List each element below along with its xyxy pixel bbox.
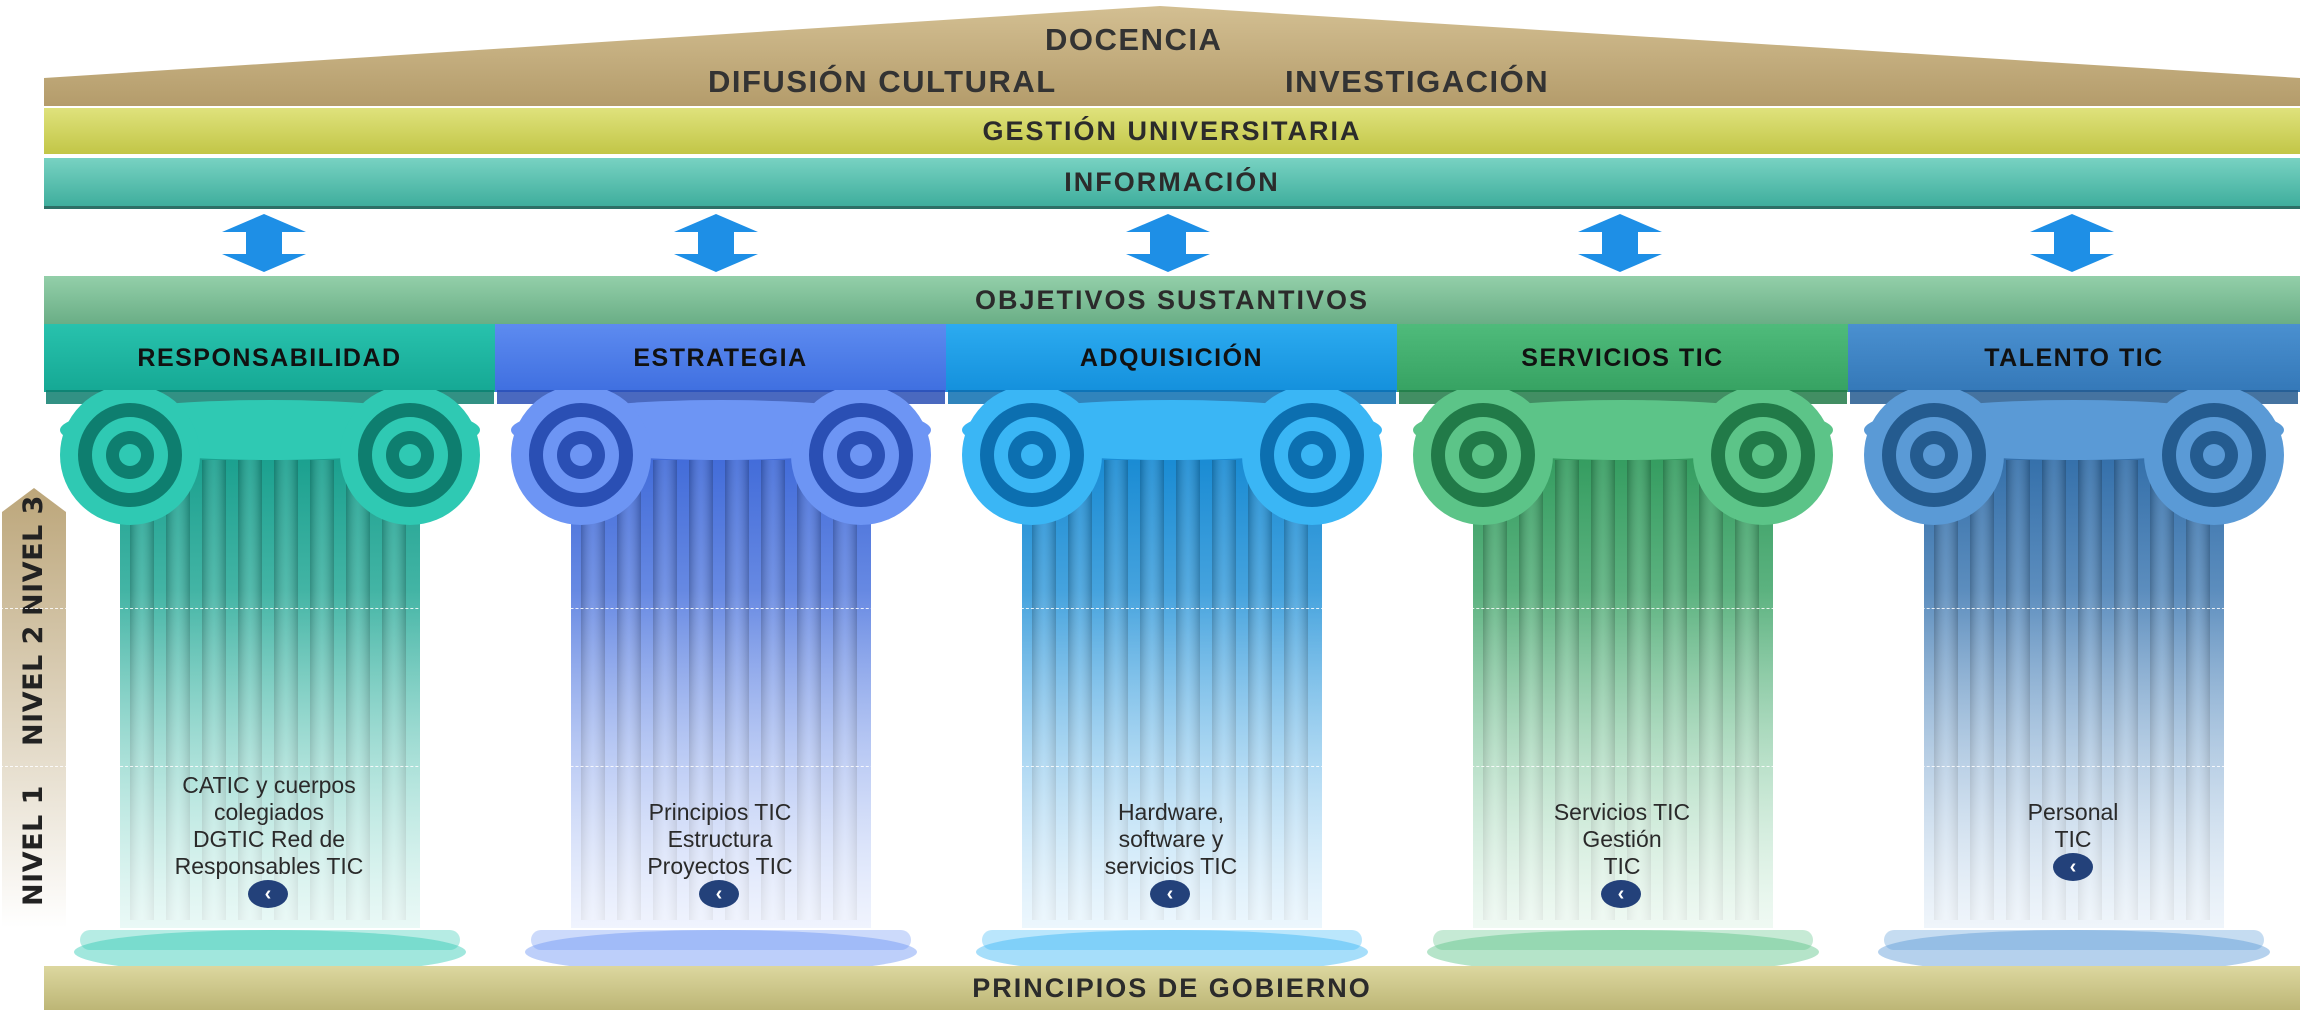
double-arrow-icon bbox=[222, 214, 306, 272]
objetivos-sustantivos-band: OBJETIVOS SUSTANTIVOS bbox=[44, 276, 2300, 324]
volute-eye bbox=[570, 444, 592, 466]
gestion-universitaria-label: GESTIÓN UNIVERSITARIA bbox=[982, 115, 1362, 146]
pillar-text-responsabilidad: CATIC y cuerpos colegiados DGTIC Red de … bbox=[174, 772, 364, 879]
pillar-header-estrategia[interactable]: ESTRATEGIA bbox=[495, 324, 946, 392]
double-arrow-icon bbox=[1126, 214, 1210, 272]
level-separator bbox=[0, 766, 2310, 767]
levels-arrow bbox=[2, 488, 66, 928]
chevron-left-icon[interactable]: ‹ bbox=[699, 880, 739, 908]
roof-title-docencia: DOCENCIA bbox=[1045, 22, 1223, 57]
pillar-fade bbox=[1022, 590, 1322, 928]
volute-eye bbox=[1472, 444, 1494, 466]
pillar-title: RESPONSABILIDAD bbox=[137, 343, 402, 372]
chevron-left-icon[interactable]: ‹ bbox=[1601, 880, 1641, 908]
volute-eye bbox=[850, 444, 872, 466]
pillar-fade bbox=[1473, 590, 1773, 928]
volute-eye bbox=[2203, 444, 2225, 466]
pillar-title: ESTRATEGIA bbox=[633, 343, 808, 372]
pillar-base bbox=[1878, 930, 2270, 972]
nivel-3-label: NIVEL 3 bbox=[17, 494, 49, 616]
objetivos-sustantivos-label: OBJETIVOS SUSTANTIVOS bbox=[974, 284, 1370, 315]
chevron-left-icon[interactable]: ‹ bbox=[1150, 880, 1190, 908]
principios-de-gobierno-label: PRINCIPIOS DE GOBIERNO bbox=[972, 972, 1372, 1003]
volute-eye bbox=[1752, 444, 1774, 466]
pillar-text-adquisicion: Hardware, software y servicios TIC bbox=[1104, 799, 1238, 879]
pillar-base bbox=[74, 930, 466, 972]
pillar-header-servicios-tic[interactable]: SERVICIOS TIC bbox=[1397, 324, 1848, 392]
pillar-plinth bbox=[1433, 930, 1813, 950]
double-arrow-icon bbox=[2030, 214, 2114, 272]
pillar-fade bbox=[571, 590, 871, 928]
pillar-base bbox=[525, 930, 917, 972]
pillar-title: ADQUISICIÓN bbox=[1079, 343, 1264, 372]
principios-de-gobierno-band: PRINCIPIOS DE GOBIERNO bbox=[44, 966, 2300, 1010]
informacion-label: INFORMACIÓN bbox=[1064, 166, 1280, 197]
volute-eye bbox=[119, 444, 141, 466]
pillar-fade bbox=[120, 590, 420, 928]
pillar-plinth bbox=[531, 930, 911, 950]
pillar-text-estrategia: Principios TIC Estructura Proyectos TIC bbox=[647, 799, 793, 879]
pillar-plinth bbox=[1884, 930, 2264, 950]
level-separator bbox=[0, 608, 2310, 609]
chevron-left-icon[interactable]: ‹ bbox=[248, 880, 288, 908]
pillar-plinth bbox=[982, 930, 1362, 950]
pillar-header-adquisicion[interactable]: ADQUISICIÓN bbox=[946, 324, 1397, 392]
informacion-band: INFORMACIÓN bbox=[44, 158, 2300, 209]
volute-eye bbox=[1301, 444, 1323, 466]
chevron-left-icon[interactable]: ‹ bbox=[2053, 853, 2093, 881]
double-arrow-icon bbox=[674, 214, 758, 272]
volute-eye bbox=[1021, 444, 1043, 466]
roof-title-difusion: DIFUSIÓN CULTURAL bbox=[708, 64, 1057, 99]
pillar-title: TALENTO TIC bbox=[1984, 343, 2164, 372]
gestion-universitaria-band: GESTIÓN UNIVERSITARIA bbox=[44, 108, 2300, 154]
pillar-text-servicios-tic: Servicios TIC Gestión TIC bbox=[1553, 799, 1691, 879]
pillar-title: SERVICIOS TIC bbox=[1521, 343, 1724, 372]
pillar-header-talento-tic[interactable]: TALENTO TIC bbox=[1848, 324, 2300, 392]
pillar-text-talento-tic: Personal TIC bbox=[2027, 799, 2119, 852]
roof bbox=[44, 6, 2300, 106]
nivel-2-label: NIVEL 2 bbox=[17, 624, 49, 746]
pillar-base bbox=[1427, 930, 1819, 972]
pillar-header-responsabilidad[interactable]: RESPONSABILIDAD bbox=[44, 324, 495, 392]
pillars-graphic bbox=[46, 390, 2298, 972]
pillar-plinth bbox=[80, 930, 460, 950]
pillar-base bbox=[976, 930, 1368, 972]
nivel-1-label: NIVEL 1 bbox=[17, 784, 49, 906]
double-arrow-icon bbox=[1578, 214, 1662, 272]
volute-eye bbox=[399, 444, 421, 466]
roof-title-investigacion: INVESTIGACIÓN bbox=[1285, 64, 1550, 99]
volute-eye bbox=[1923, 444, 1945, 466]
